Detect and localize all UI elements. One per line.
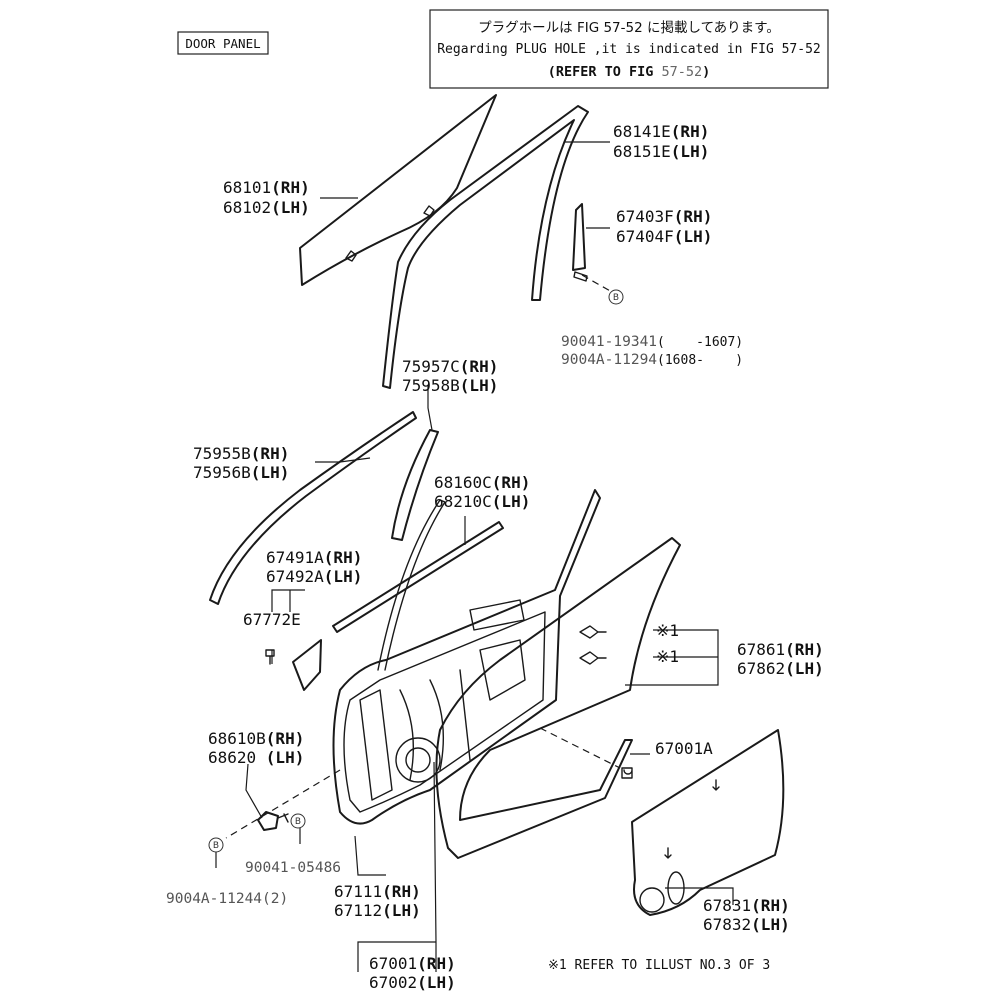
svg-text:9004A-11244(2): 9004A-11244(2) [166, 891, 288, 907]
part-label-68141e[interactable]: 68141E(RH) 68151E(LH) [613, 122, 709, 161]
belt-moulding-drawing [209, 411, 417, 605]
svg-text:※1 REFER TO ILLUST NO.3 OF 3: ※1 REFER TO ILLUST NO.3 OF 3 [548, 958, 770, 973]
part-label-67001a[interactable]: 67001A [655, 739, 713, 758]
svg-text:68210C(LH): 68210C(LH) [434, 492, 530, 511]
svg-text:67403F(RH): 67403F(RH) [616, 207, 712, 226]
part-label-68160c[interactable]: 68160C(RH) 68210C(LH) [434, 473, 530, 511]
mark-callout-clip-2[interactable]: ※1 [656, 647, 679, 666]
svg-text:75958B(LH): 75958B(LH) [402, 376, 498, 395]
plug-hole-notice: プラグホールは FIG 57-52 に掲載してあります。 Regarding P… [429, 9, 829, 89]
notice-line-en: Regarding PLUG HOLE ,it is indicated in … [437, 42, 821, 57]
svg-text:68102(LH): 68102(LH) [223, 198, 310, 217]
b-circle-letter: B [213, 841, 219, 851]
mark-callout-clip-1[interactable]: ※1 [656, 621, 679, 640]
svg-text:68160C(RH): 68160C(RH) [434, 473, 530, 492]
notice-refer-line[interactable]: (REFER TO FIG 57-52) [548, 64, 711, 80]
svg-text:75956B(LH): 75956B(LH) [193, 463, 289, 482]
notice-refer-bold: (REFER TO FIG [548, 64, 654, 80]
section-label: DOOR PANEL [185, 36, 260, 51]
svg-text:68610B(RH): 68610B(RH) [208, 729, 304, 748]
part-label-67831[interactable]: 67831(RH) 67832(LH) [703, 896, 790, 934]
svg-text:67832(LH): 67832(LH) [703, 915, 790, 934]
glass-run-channel-drawing [382, 105, 589, 389]
b-circle-letter: B [613, 293, 619, 303]
svg-text:9004A-11294(1608- ): 9004A-11294(1608- ) [561, 352, 743, 368]
b-circle-callout: B [208, 837, 224, 853]
sash-channel-drawing [572, 203, 588, 282]
svg-text:67861(RH): 67861(RH) [737, 640, 824, 659]
belt-weatherstrip-drawing [332, 521, 504, 633]
part-label-90041-19341[interactable]: 90041-19341( -1607) 9004A-11294(1608- ) [561, 334, 743, 368]
corner-trim-drawing [265, 639, 322, 691]
part-label-67111[interactable]: 67111(RH) 67112(LH) [334, 882, 421, 920]
svg-text:67112(LH): 67112(LH) [334, 901, 421, 920]
svg-text:90041-19341( -1607): 90041-19341( -1607) [561, 334, 743, 350]
svg-text:67491A(RH): 67491A(RH) [266, 548, 362, 567]
part-label-90041-05486[interactable]: 90041-05486 [245, 860, 341, 876]
notice-line-jp: プラグホールは FIG 57-52 に掲載してあります。 [478, 20, 780, 36]
part-label-67772e[interactable]: 67772E [243, 610, 301, 629]
svg-text:68101(RH): 68101(RH) [223, 178, 310, 197]
section-label-box: DOOR PANEL [177, 31, 269, 55]
svg-text:67772E: 67772E [243, 610, 301, 629]
b-circle-callout: B [290, 813, 306, 829]
window-regulator-drawing [257, 811, 289, 831]
footnote: ※1 REFER TO ILLUST NO.3 OF 3 [548, 958, 770, 973]
b-circle-letter: B [295, 817, 301, 827]
b-circle-callout: B [608, 289, 624, 305]
svg-text:68620 (LH): 68620 (LH) [208, 748, 304, 767]
part-label-67861[interactable]: 67861(RH) 67862(LH) [737, 640, 824, 678]
svg-text:※1: ※1 [656, 621, 679, 640]
svg-text:67111(RH): 67111(RH) [334, 882, 421, 901]
part-label-9004a-11244[interactable]: 9004A-11244(2) [166, 891, 288, 907]
leader-lines [215, 141, 734, 972]
svg-text:67404F(LH): 67404F(LH) [616, 227, 712, 246]
door-glass-drawing [299, 94, 497, 286]
part-label-75955b[interactable]: 75955B(RH) 75956B(LH) [193, 444, 289, 482]
svg-text:67831(RH): 67831(RH) [703, 896, 790, 915]
svg-text:75957C(RH): 75957C(RH) [402, 357, 498, 376]
part-label-68610b[interactable]: 68610B(RH) 68620 (LH) [208, 729, 304, 767]
svg-text:75955B(RH): 75955B(RH) [193, 444, 289, 463]
part-label-67001[interactable]: 67001(RH) 67002(LH) [369, 954, 456, 992]
svg-text:67492A(LH): 67492A(LH) [266, 567, 362, 586]
svg-text:90041-05486: 90041-05486 [245, 860, 341, 876]
pillar-garnish-drawing [391, 429, 439, 541]
part-label-68101[interactable]: 68101(RH) 68102(LH) [223, 178, 310, 217]
svg-text:67002(LH): 67002(LH) [369, 973, 456, 992]
door-weatherstrip-drawing [435, 537, 681, 859]
svg-text:67862(LH): 67862(LH) [737, 659, 824, 678]
svg-text:67001A: 67001A [655, 739, 713, 758]
notice-refer-close: ) [702, 64, 710, 80]
clip-drawings [579, 625, 633, 779]
part-label-67403f[interactable]: 67403F(RH) 67404F(LH) [616, 207, 712, 246]
door-panel-drawing [332, 489, 601, 825]
svg-text:68151E(LH): 68151E(LH) [613, 142, 709, 161]
notice-refer-figure: 57-52 [662, 64, 703, 80]
svg-text:68141E(RH): 68141E(RH) [613, 122, 709, 141]
svg-text:67001(RH): 67001(RH) [369, 954, 456, 973]
part-label-75957c[interactable]: 75957C(RH) 75958B(LH) [402, 357, 498, 395]
part-label-67491a[interactable]: 67491A(RH) 67492A(LH) [266, 548, 362, 586]
svg-text:※1: ※1 [656, 647, 679, 666]
